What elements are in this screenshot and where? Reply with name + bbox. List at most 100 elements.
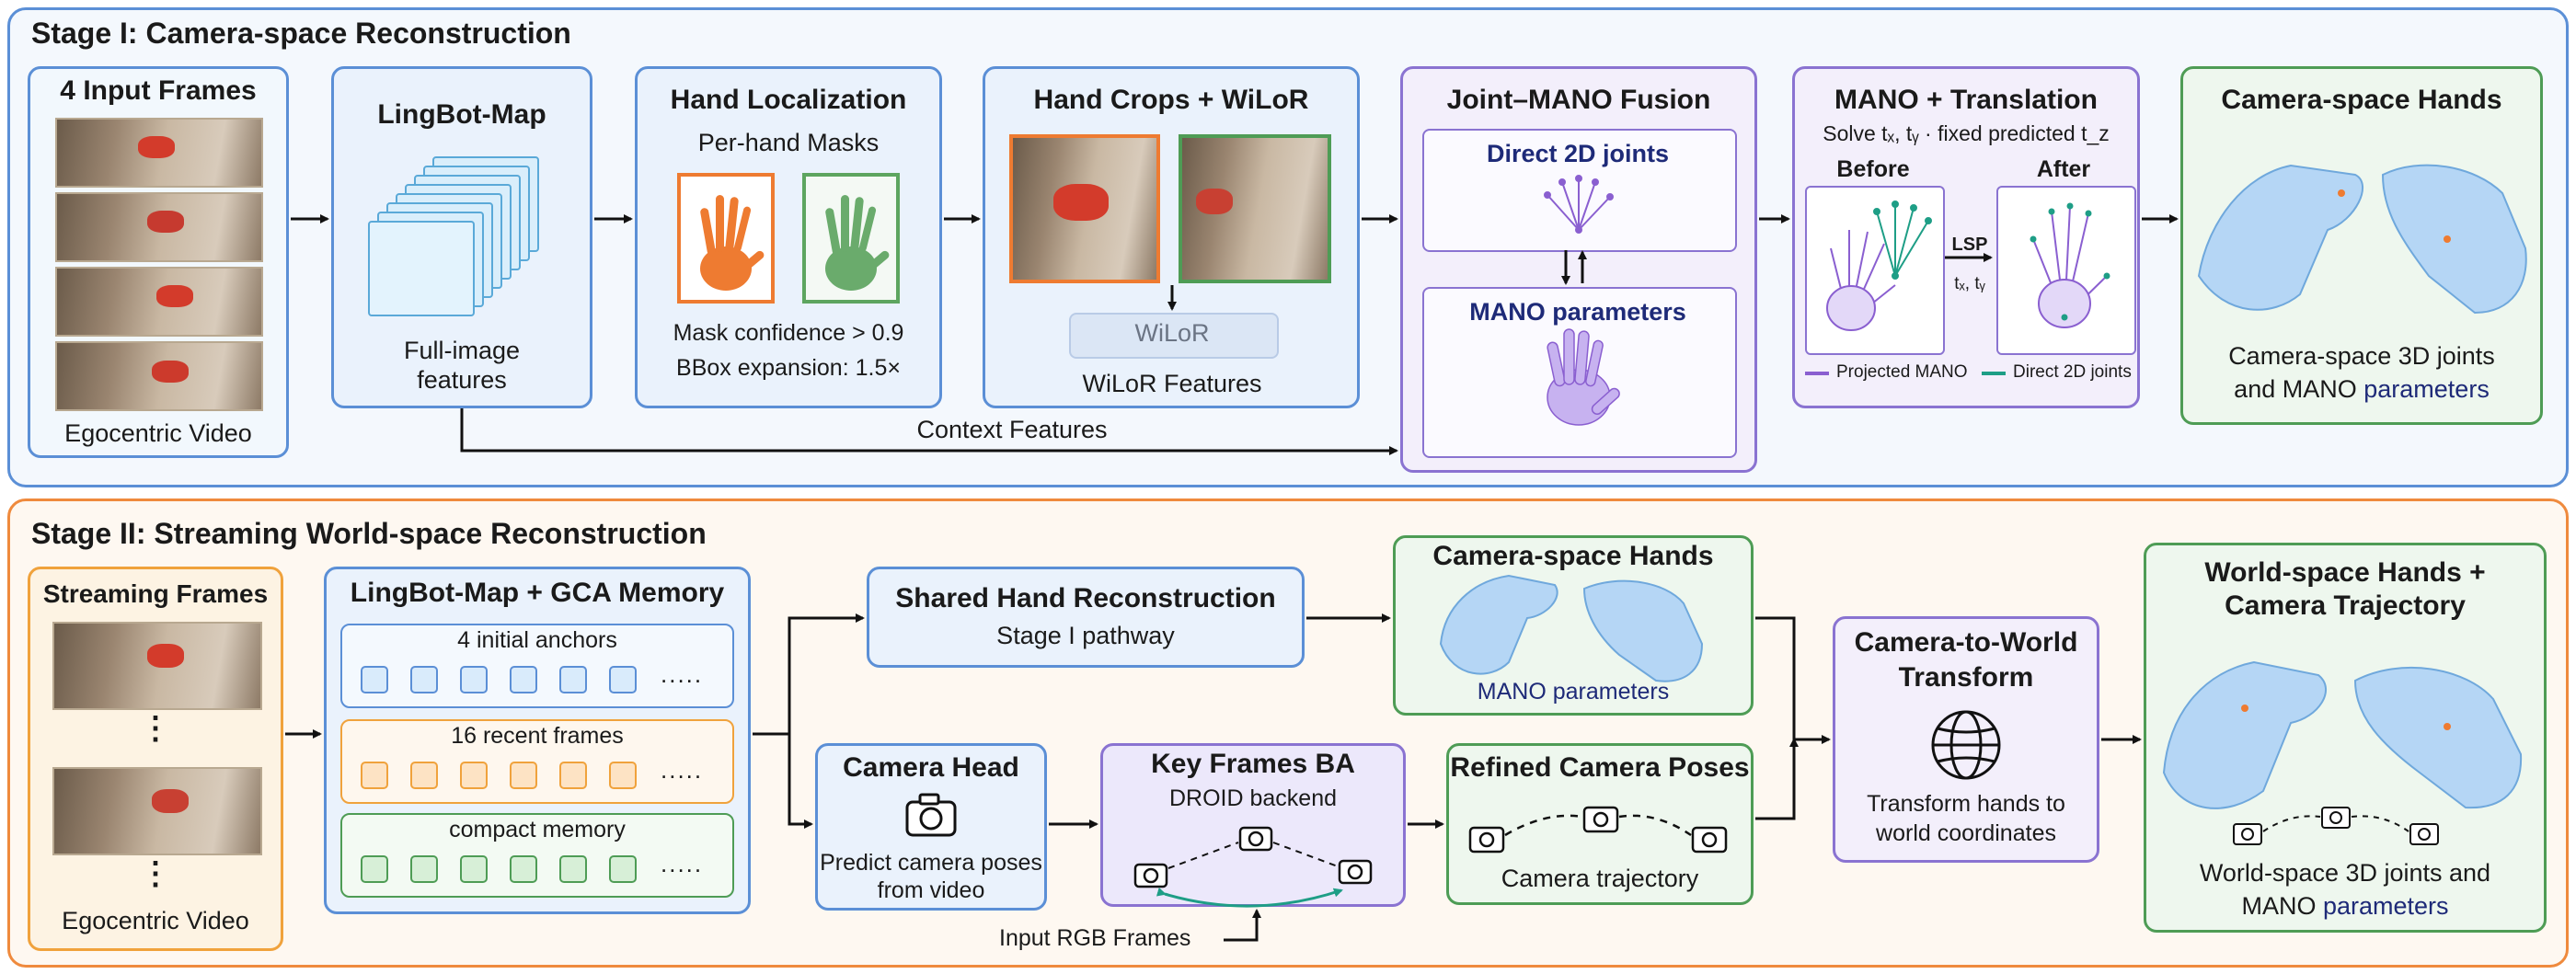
cam-to-world-line2: world coordinates	[1876, 820, 2056, 846]
camera-space-hand-left	[2197, 164, 2364, 311]
refined-trajectory-cameras	[1468, 806, 1728, 854]
anchor-row	[340, 624, 734, 708]
hand-crops-title: Hand Crops + WiLoR	[1033, 85, 1309, 115]
globe-icon	[1931, 710, 2001, 780]
legend-direct-joints: Direct 2D joints	[2013, 362, 2132, 382]
gca-memory-title: LingBot-Map + GCA Memory	[350, 578, 725, 608]
shared-recon-title: Shared Hand Reconstruction	[895, 583, 1276, 613]
camera-head-line2: from video	[877, 877, 985, 903]
compact-token	[559, 855, 587, 883]
camera-head-line1: Predict camera poses	[820, 850, 1042, 876]
ba-cameras	[1133, 826, 1373, 888]
feature-stack-icon	[368, 156, 552, 340]
anchor-token	[559, 666, 587, 693]
anchor-token	[361, 666, 388, 693]
mano-params-label: MANO parameters	[1469, 298, 1686, 326]
anchor-token	[410, 666, 438, 693]
before-hand-skeleton	[1826, 230, 1896, 331]
arrow-context-features	[460, 408, 1398, 455]
compact-row	[340, 813, 734, 898]
camera-space-hands-line2: and MANO parameters	[2234, 375, 2490, 403]
fusion-title: Joint–MANO Fusion	[1446, 85, 1711, 115]
streaming-ellipsis-1: ⋮	[140, 711, 171, 746]
cam-to-world-box	[1833, 616, 2099, 863]
mano-translation-subtitle: Solve tₓ, tᵧ · fixed predicted t_z	[1823, 121, 2110, 145]
anchor-row-more: .....	[661, 660, 704, 688]
direct-joints-label: Direct 2D joints	[1486, 140, 1670, 167]
key-frames-ba-subtitle: DROID backend	[1168, 785, 1338, 811]
lingbot-map-caption-1: Full-image	[403, 337, 521, 364]
world-space-hands	[2162, 660, 2523, 809]
hand-localization-subtitle: Per-hand Masks	[697, 129, 880, 156]
compact-token	[410, 855, 438, 883]
lingbot-map-caption-2: features	[417, 366, 507, 394]
input-rgb-label: Input RGB Frames	[999, 925, 1191, 951]
mask-confidence-text: Mask confidence > 0.9	[673, 320, 904, 346]
lsp-sub-label: tₓ, tᵧ	[1954, 274, 1985, 293]
world-space-line1: World-space 3D joints and	[2199, 859, 2491, 887]
refined-trajectory-path	[1504, 814, 1692, 837]
after-direct-joints	[2030, 202, 2110, 321]
bbox-expansion-text: BBox expansion: 1.5×	[676, 355, 901, 381]
shared-recon-box	[867, 567, 1305, 668]
camera-space-hands-title: Camera-space Hands	[2221, 85, 2502, 115]
lsp-label: LSP	[1951, 235, 1988, 255]
legend-projected-mano: Projected MANO	[1836, 362, 1968, 382]
recent-token	[510, 762, 537, 789]
arrow-input-rgb-to-ba	[1224, 909, 1261, 942]
streaming-frames-caption: Egocentric Video	[62, 907, 249, 934]
before-direct-joints	[1873, 201, 1932, 280]
recent-token	[460, 762, 488, 789]
orange-hand-icon	[700, 195, 765, 291]
mano-hand-icon	[1547, 328, 1620, 426]
arrow-gca-to-shared	[753, 613, 865, 736]
recent-token	[361, 762, 388, 789]
before-label: Before	[1836, 156, 1910, 182]
streaming-ellipsis-2: ⋮	[140, 856, 171, 891]
refined-poses-title: Refined Camera Poses	[1450, 752, 1750, 783]
hand-localization-title: Hand Localization	[670, 85, 907, 115]
after-hand-skeleton	[2032, 205, 2108, 328]
direct-joints-skeleton	[1544, 175, 1614, 234]
anchor-token	[609, 666, 637, 693]
recent-row-more: .....	[661, 756, 704, 784]
recent-token	[410, 762, 438, 789]
compact-token	[460, 855, 488, 883]
compact-token	[609, 855, 637, 883]
world-space-cameras	[2233, 807, 2439, 845]
arrow-camhands-to-c2w	[1755, 616, 1831, 744]
arrow-gca-to-camhead	[788, 734, 813, 829]
cam-to-world-title-2: Transform	[1898, 662, 2034, 693]
recent-row-label: 16 recent frames	[451, 723, 624, 749]
context-features-label: Context Features	[916, 416, 1108, 443]
ba-optimization-arc	[1156, 887, 1343, 908]
camera-space-hand-right	[2381, 164, 2527, 315]
world-space-title-1: World-space Hands +	[2204, 557, 2486, 588]
anchor-row-label: 4 initial anchors	[457, 627, 617, 653]
wilor-model-label: WiLoR	[1134, 319, 1210, 347]
mano-translation-title: MANO + Translation	[1834, 85, 2098, 115]
compact-token	[361, 855, 388, 883]
shared-recon-subtitle: Stage I pathway	[996, 622, 1175, 649]
compact-token	[510, 855, 537, 883]
lingbot-map-title: LingBot-Map	[377, 99, 546, 130]
compact-row-label: compact memory	[449, 817, 626, 842]
cam-to-world-line1: Transform hands to	[1867, 791, 2065, 817]
camera-head-title: Camera Head	[843, 752, 1019, 783]
s2-camera-space-hands	[1439, 574, 1704, 682]
camera-space-hands-line1: Camera-space 3D joints	[2228, 342, 2495, 370]
s2-mano-params-caption: MANO parameters	[1477, 679, 1670, 705]
world-space-line2: MANO parameters	[2241, 892, 2449, 920]
anchor-token	[510, 666, 537, 693]
cam-to-world-title-1: Camera-to-World	[1854, 627, 2078, 658]
stage1-title: Stage I: Camera-space Reconstruction	[31, 17, 571, 50]
recent-token	[609, 762, 637, 789]
recent-token	[559, 762, 587, 789]
wilor-features-caption: WiLoR Features	[1082, 370, 1262, 397]
s2-camera-space-hands-title: Camera-space Hands	[1432, 541, 1714, 571]
green-hand-icon	[825, 195, 890, 291]
stage2-title: Stage II: Streaming World-space Reconstr…	[31, 517, 707, 550]
key-frames-ba-title: Key Frames BA	[1151, 749, 1355, 779]
recent-row	[340, 719, 734, 804]
